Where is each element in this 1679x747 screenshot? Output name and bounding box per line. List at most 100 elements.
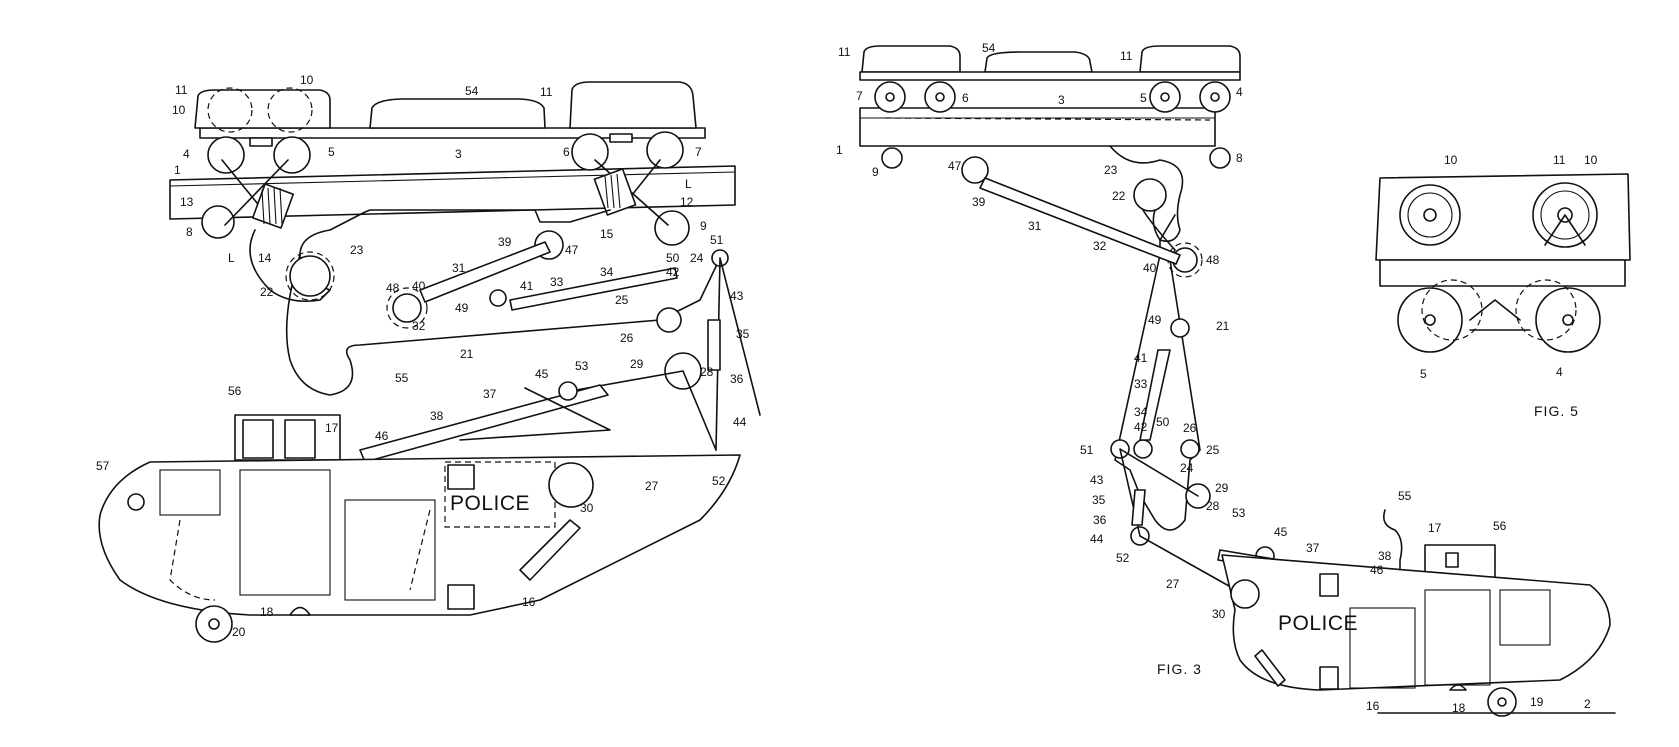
label: 56 bbox=[228, 384, 242, 398]
label: 3 bbox=[455, 147, 462, 161]
label: 45 bbox=[1274, 525, 1288, 539]
label: 19 bbox=[1530, 695, 1544, 709]
label: 4 bbox=[1236, 85, 1243, 99]
label: 11 bbox=[540, 85, 553, 99]
label: 31 bbox=[1028, 219, 1042, 233]
label: 25 bbox=[1206, 443, 1220, 457]
label: 25 bbox=[615, 293, 629, 307]
label: 43 bbox=[1090, 473, 1104, 487]
label: 26 bbox=[1183, 421, 1197, 435]
label: 11 bbox=[175, 83, 188, 97]
label: 36 bbox=[730, 372, 744, 386]
label: 23 bbox=[350, 243, 364, 257]
label: 51 bbox=[1080, 443, 1094, 457]
label: 10 bbox=[1444, 153, 1458, 167]
label: 9 bbox=[872, 165, 879, 179]
label: 23 bbox=[1104, 163, 1118, 177]
label: 26 bbox=[620, 331, 634, 345]
label: 11 bbox=[1553, 153, 1566, 167]
label: 46 bbox=[375, 429, 389, 443]
rail-beam-right bbox=[859, 107, 1216, 147]
label: 8 bbox=[186, 225, 193, 239]
label: 22 bbox=[1112, 189, 1126, 203]
label: 55 bbox=[1398, 489, 1412, 503]
right-helicopter: POLICE bbox=[1221, 509, 1616, 717]
label: 7 bbox=[856, 89, 863, 103]
carriage bbox=[194, 81, 706, 147]
label: 42 bbox=[666, 265, 680, 279]
label: 33 bbox=[550, 275, 564, 289]
label: 21 bbox=[1216, 319, 1230, 333]
label: 33 bbox=[1134, 377, 1148, 391]
label: 37 bbox=[1306, 541, 1320, 555]
left-figure: POLICE 11 10 10 54 11 4 5 3 6 7 1 13 L 1… bbox=[96, 73, 761, 643]
label: 24 bbox=[1180, 461, 1194, 475]
label: 47 bbox=[565, 243, 579, 257]
right-labels: 11 54 11 7 6 3 5 4 1 9 8 47 23 22 39 31 … bbox=[836, 41, 1591, 715]
left-truck bbox=[201, 136, 311, 239]
label: 10 bbox=[1584, 153, 1598, 167]
label: 27 bbox=[645, 479, 659, 493]
label: 44 bbox=[733, 415, 747, 429]
label: 1 bbox=[836, 143, 843, 157]
label: 8 bbox=[1236, 151, 1243, 165]
label: 4 bbox=[183, 147, 190, 161]
label: 40 bbox=[1143, 261, 1157, 275]
label: 37 bbox=[483, 387, 497, 401]
label: 18 bbox=[260, 605, 274, 619]
label: 29 bbox=[630, 357, 644, 371]
label: 5 bbox=[1140, 91, 1147, 105]
carriage-right bbox=[859, 45, 1241, 184]
label: 17 bbox=[325, 421, 339, 435]
label: 13 bbox=[180, 195, 194, 209]
label: 5 bbox=[1420, 367, 1427, 381]
label: 48 bbox=[1206, 253, 1220, 267]
label: 50 bbox=[1156, 415, 1170, 429]
label: 16 bbox=[1366, 699, 1380, 713]
label: 7 bbox=[695, 145, 702, 159]
label: 29 bbox=[1215, 481, 1229, 495]
label: 35 bbox=[1092, 493, 1106, 507]
label: 50 bbox=[666, 251, 680, 265]
right-figure: POLICE 11 54 11 7 6 3 5 4 1 9 8 47 23 22… bbox=[836, 41, 1616, 717]
label: 53 bbox=[1232, 506, 1246, 520]
label: 52 bbox=[1116, 551, 1130, 565]
label: 34 bbox=[1134, 405, 1148, 419]
label: 24 bbox=[690, 251, 704, 265]
label: 42 bbox=[1134, 420, 1148, 434]
left-police-text: POLICE bbox=[450, 492, 530, 515]
label: 56 bbox=[1493, 519, 1507, 533]
label: 21 bbox=[460, 347, 474, 361]
label: 32 bbox=[1093, 239, 1107, 253]
label: L bbox=[685, 177, 692, 191]
label: 2 bbox=[1584, 697, 1591, 711]
label: 5 bbox=[328, 145, 335, 159]
label: 48 bbox=[386, 281, 400, 295]
label: 4 bbox=[1556, 365, 1563, 379]
label: 55 bbox=[395, 371, 409, 385]
label: 9 bbox=[700, 219, 707, 233]
label: 28 bbox=[700, 365, 714, 379]
right-truck bbox=[571, 131, 690, 246]
label: 3 bbox=[1058, 93, 1065, 107]
label: 32 bbox=[412, 319, 426, 333]
left-actuators bbox=[359, 241, 761, 463]
label: 10 bbox=[172, 103, 186, 117]
label: 6 bbox=[563, 145, 570, 159]
label: 54 bbox=[465, 84, 479, 98]
label: 43 bbox=[730, 289, 744, 303]
label: 57 bbox=[96, 459, 110, 473]
label: 11 bbox=[838, 45, 851, 59]
label: 36 bbox=[1093, 513, 1107, 527]
label: L bbox=[228, 251, 235, 265]
label: 39 bbox=[498, 235, 512, 249]
label: 49 bbox=[1148, 313, 1162, 327]
label: 20 bbox=[232, 625, 246, 639]
label: 16 bbox=[522, 595, 536, 609]
label: 35 bbox=[736, 327, 750, 341]
label: 38 bbox=[1378, 549, 1392, 563]
left-helicopter: POLICE bbox=[98, 414, 741, 643]
right-police-text: POLICE bbox=[1278, 612, 1358, 635]
left-labels: 11 10 10 54 11 4 5 3 6 7 1 13 L 12 8 L 1… bbox=[96, 73, 750, 639]
